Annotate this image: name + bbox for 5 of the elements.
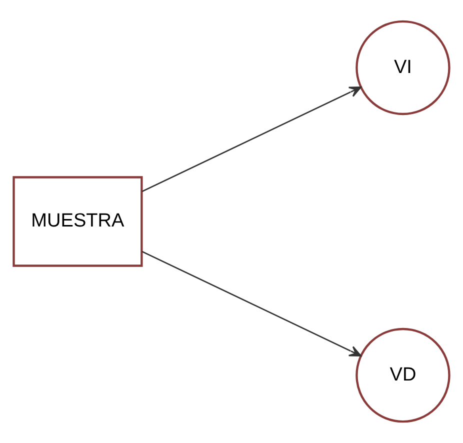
node-circle: VI [356, 20, 450, 116]
node-circle: VD [356, 328, 450, 423]
arrow [142, 86, 362, 192]
node-box: MUESTRA [12, 176, 143, 267]
arrow [142, 250, 362, 356]
